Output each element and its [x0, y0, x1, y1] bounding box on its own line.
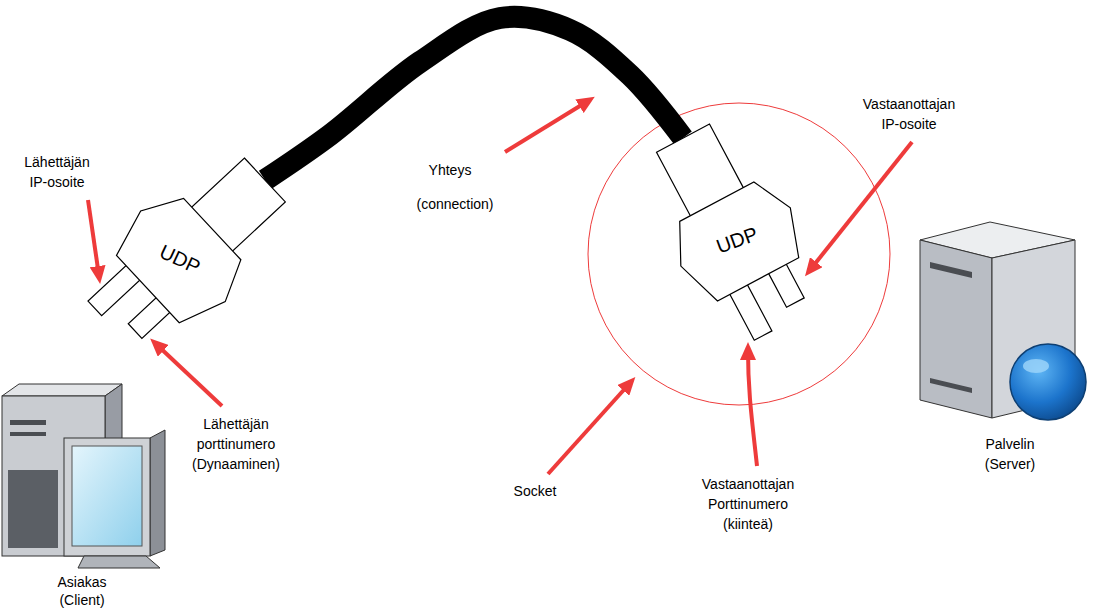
drive-slot [10, 432, 46, 436]
cable-connection [265, 17, 683, 180]
server-slot [930, 378, 972, 393]
socket-circle [588, 103, 890, 405]
callout-label-wrap: Asiakas (Client) [45, 573, 120, 609]
plug-hex [680, 182, 799, 301]
callout-arrow [88, 200, 99, 276]
server-icon [920, 222, 1086, 420]
drive-slot [10, 420, 46, 425]
callout-label: Lähettäjän IP-osoite [17, 152, 97, 192]
callout-label: Vastaanottajan Porttinumero (kiinteä) [693, 474, 803, 534]
callout-label-wrap: Palvelin (Server) [975, 434, 1045, 474]
tower-top [2, 384, 122, 396]
udp-plug: UDP [88, 156, 265, 340]
callout-label-wrap: Lähettäjän porttinumero (Dynaaminen) [186, 414, 286, 474]
client-computer-icon [2, 384, 165, 568]
callout-label: Palvelin (Server) [975, 434, 1045, 474]
callout-label: Lähettäjän porttinumero (Dynaaminen) [186, 414, 286, 474]
callout-label: (connection) [405, 194, 505, 214]
callout-label: Vastaanottajan IP-osoite [854, 94, 964, 134]
callout-arrow [505, 101, 588, 152]
monitor-stand [78, 556, 160, 568]
server-front [920, 240, 992, 418]
callout-label-wrap: Socket [500, 481, 570, 501]
server-slot [930, 262, 972, 278]
callout-label-wrap: (connection) [405, 194, 505, 214]
callout-arrow [748, 350, 757, 466]
monitor-screen [72, 446, 142, 546]
tower-panel [8, 470, 58, 548]
callout-label-wrap: Vastaanottajan IP-osoite [854, 94, 964, 134]
globe-highlight [1023, 359, 1049, 373]
callout-label: Asiakas (Client) [45, 573, 120, 609]
monitor-bezel [64, 438, 150, 556]
monitor-side [150, 430, 165, 556]
callout-label-wrap: Yhteys [410, 160, 490, 180]
callout-arrow [810, 142, 912, 270]
callout-label-wrap: Vastaanottajan Porttinumero (kiinteä) [693, 474, 803, 534]
globe [1010, 344, 1086, 420]
callout-arrow [156, 344, 222, 406]
udp-plug: UDP [683, 122, 804, 342]
callout-label-wrap: Lähettäjän IP-osoite [17, 152, 97, 192]
callout-arrow [548, 383, 630, 474]
plug-shape [657, 124, 805, 340]
callout-label: Yhteys [410, 160, 490, 180]
callout-label: Socket [500, 481, 570, 501]
plug-shape [88, 158, 285, 338]
plug-hex [117, 198, 241, 322]
